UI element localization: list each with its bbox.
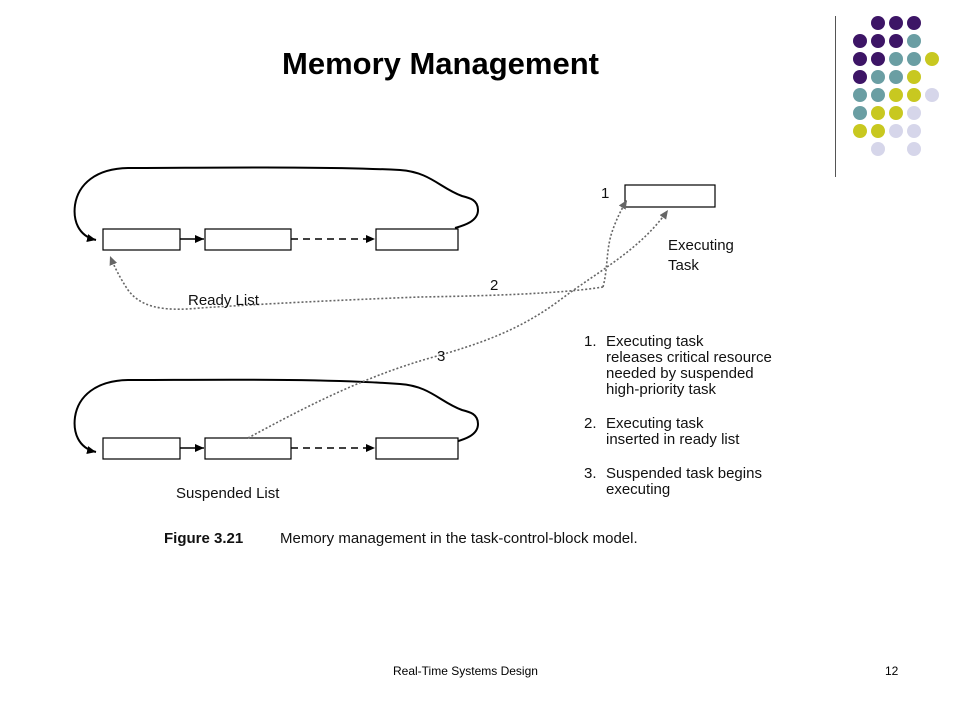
- step-number-3: 3: [437, 348, 445, 365]
- page-number: 12: [885, 664, 899, 678]
- slide-title: Memory Management: [282, 46, 599, 81]
- step-number-2: 2: [490, 277, 498, 294]
- suspended-tcb-box-3: [375, 437, 459, 460]
- note-2-number: 2.: [584, 415, 597, 432]
- ready-list-label: Ready List: [188, 292, 260, 309]
- executing-task-box: [624, 184, 716, 208]
- ready-tcb-box-2: [204, 228, 292, 251]
- suspended-tcb-box-2: [204, 437, 292, 460]
- decorative-dot: [907, 142, 921, 156]
- decorative-dot: [853, 124, 867, 138]
- note-2-line-1: Executing task: [606, 415, 704, 432]
- footer-course-title: Real-Time Systems Design: [393, 664, 538, 678]
- decorative-dot: [871, 88, 885, 102]
- figure-caption-label: Figure 3.21: [164, 530, 243, 547]
- suspended-list-loop: [73, 378, 480, 454]
- decorative-dot: [889, 88, 903, 102]
- note-3-line-2: executing: [606, 481, 670, 498]
- decorative-dot: [871, 34, 885, 48]
- decorative-dot: [889, 52, 903, 66]
- decorative-dot: [853, 52, 867, 66]
- decorative-dot: [871, 142, 885, 156]
- notes-list: 1. Executing task releases critical reso…: [584, 333, 772, 498]
- suspended-tcb-box-1: [102, 437, 181, 460]
- decorative-dot: [871, 70, 885, 84]
- step-1-arrow: [602, 199, 628, 288]
- decorative-dot: [889, 106, 903, 120]
- suspended-list: [73, 378, 480, 460]
- ready-tcb-box-3: [375, 228, 459, 251]
- decorative-dot: [871, 124, 885, 138]
- decorative-dot: [853, 106, 867, 120]
- decorative-dot: [907, 124, 921, 138]
- ready-list: [73, 166, 480, 251]
- step-2-arrow: [109, 255, 604, 310]
- decorative-dot: [889, 124, 903, 138]
- note-1-number: 1.: [584, 333, 597, 350]
- decorative-dot: [907, 34, 921, 48]
- decorative-dot: [871, 106, 885, 120]
- decorative-dot: [853, 70, 867, 84]
- decorative-dot: [889, 34, 903, 48]
- figure-caption-text: Memory management in the task-control-bl…: [280, 530, 638, 547]
- note-2-line-2: inserted in ready list: [606, 431, 740, 448]
- decorative-dot: [907, 70, 921, 84]
- decorative-dot: [871, 16, 885, 30]
- decorative-dot: [907, 52, 921, 66]
- decorative-dot: [925, 52, 939, 66]
- note-1-line-4: high-priority task: [606, 381, 717, 398]
- decorative-dot: [889, 70, 903, 84]
- note-3-line-1: Suspended task begins: [606, 465, 762, 482]
- decorative-dot: [907, 106, 921, 120]
- note-1-line-1: Executing task: [606, 333, 704, 350]
- ready-tcb-box-1: [102, 228, 181, 251]
- decorative-dot: [853, 88, 867, 102]
- decorative-dot: [889, 16, 903, 30]
- decorative-divider: [835, 16, 836, 177]
- executing-label-line1: Executing: [668, 237, 734, 254]
- decorative-dot: [907, 88, 921, 102]
- ready-list-loop: [73, 166, 480, 242]
- suspended-list-label: Suspended List: [176, 485, 280, 502]
- decorative-dot: [871, 52, 885, 66]
- decorative-dot: [925, 88, 939, 102]
- note-3-number: 3.: [584, 465, 597, 482]
- executing-label-line2: Task: [668, 257, 699, 274]
- step-number-1: 1: [601, 185, 609, 202]
- decorative-dot: [907, 16, 921, 30]
- note-1-line-3: needed by suspended: [606, 365, 754, 382]
- decorative-dot: [853, 34, 867, 48]
- note-1-line-2: releases critical resource: [606, 349, 772, 366]
